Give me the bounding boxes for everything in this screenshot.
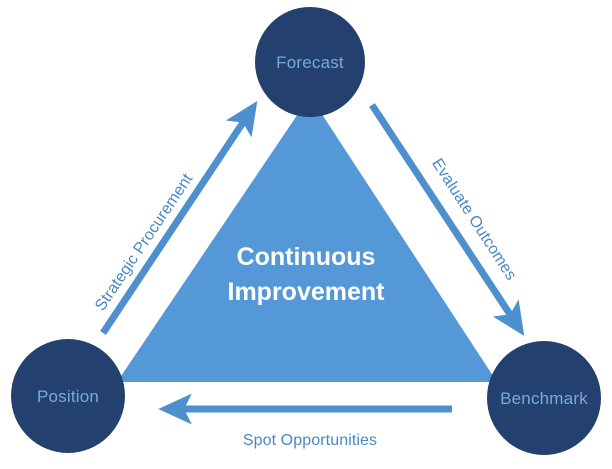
edge-label-spot-opportunities: Spot Opportunities — [243, 432, 377, 449]
node-forecast-circle[interactable] — [255, 7, 365, 117]
arrow-evaluate-outcomes[interactable] — [369, 103, 525, 337]
node-position-label: Position — [37, 387, 99, 406]
center-triangle — [117, 96, 497, 382]
node-benchmark-circle[interactable] — [487, 341, 601, 455]
node-position-circle[interactable] — [11, 339, 125, 453]
node-benchmark[interactable]: Benchmark — [487, 341, 601, 455]
node-position[interactable]: Position — [11, 339, 125, 453]
node-benchmark-label: Benchmark — [500, 389, 588, 408]
arrow-strategic-procurement[interactable] — [100, 101, 258, 335]
center-triangle-group: Continuous Improvement — [117, 96, 497, 382]
edge-benchmark-to-position[interactable]: Spot Opportunities — [158, 393, 452, 449]
center-label-line-1: Continuous — [237, 243, 376, 271]
node-forecast-label: Forecast — [276, 53, 344, 72]
center-label-line-2: Improvement — [228, 278, 386, 306]
node-forecast[interactable]: Forecast — [255, 7, 365, 117]
